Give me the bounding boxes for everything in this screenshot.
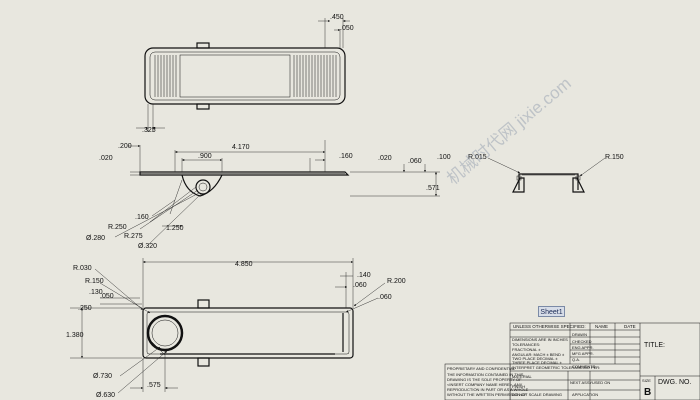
dim-top-325: .325 (142, 127, 156, 134)
tb-dims-are: DIMENSIONS ARE IN INCHES (512, 337, 568, 342)
tb-comments: COMMENTS: (572, 364, 596, 369)
dim-side-020a: .020 (99, 155, 113, 162)
tb-mfg-appr: MFG APPR. (572, 351, 594, 356)
tb-eng-appr: ENG APPR. (572, 345, 594, 350)
dim-side-160b: .160 (135, 214, 149, 221)
dim-bot-130: .130 (89, 289, 103, 296)
tb-used-on: USED ON (592, 380, 610, 385)
top-view-ribs-right (293, 55, 337, 97)
tb-three-place: THREE PLACE DECIMAL ± (512, 360, 563, 365)
tb-prop-text-1: THE INFORMATION CONTAINED IN THIS (447, 372, 524, 377)
tb-prop-text-4: REPRODUCTION IN PART OR AS A WHOLE (447, 387, 529, 392)
dim-side-100: .100 (437, 154, 451, 161)
dim-bot-575: .575 (147, 382, 161, 389)
dim-side-4170: 4.170 (232, 144, 250, 151)
dim-bot-1380: 1.380 (66, 332, 84, 339)
tb-title-label: TITLE: (644, 342, 665, 349)
dim-side-r275: R.275 (124, 233, 143, 240)
tb-size-label: SIZE (642, 378, 651, 383)
dim-end-r150: R.150 (605, 154, 624, 161)
tb-date-header: DATE (624, 324, 636, 329)
sheet-tab[interactable]: Sheet1 (538, 306, 565, 317)
dim-bot-140: .140 (357, 272, 371, 279)
dim-bot-060a: .060 (353, 282, 367, 289)
tb-prop-text-5: WITHOUT THE WRITTEN PERMISSION OF (447, 392, 527, 397)
tb-prop-text-3: <INSERT COMPANY NAME HERE>. ANY (447, 382, 523, 387)
tb-checked: CHECKED (572, 339, 592, 344)
dim-side-020b: .020 (378, 155, 392, 162)
dim-bot-050: .050 (100, 293, 114, 300)
dim-bot-060b: .060 (378, 294, 392, 301)
tb-size-value: B (644, 387, 651, 398)
tb-finish: FINISH (512, 384, 525, 389)
tb-next-assy: NEXT ASSY (570, 380, 592, 385)
dim-bot-4850: 4.850 (235, 261, 253, 268)
tb-dwg-no-label: DWG. NO. (658, 379, 691, 386)
dim-top-050: .050 (340, 25, 354, 32)
dim-bot-250: .250 (78, 305, 92, 312)
dim-bot-r150: R.150 (85, 278, 104, 285)
dim-side-200: .200 (118, 143, 132, 150)
tb-proprietary: PROPRIETARY AND CONFIDENTIAL (447, 366, 516, 371)
tb-material: MATERIAL (512, 374, 532, 379)
top-view-ribs-left (154, 55, 177, 97)
bottom-view[interactable] (70, 258, 386, 394)
dim-bot-r200: R.200 (387, 278, 406, 285)
dim-side-571: .571 (426, 185, 440, 192)
side-view[interactable] (114, 140, 440, 246)
dim-side-160: .160 (339, 153, 353, 160)
dim-bot-d730: Ø.730 (93, 373, 112, 380)
tb-tolerances: TOLERANCES: (512, 342, 540, 347)
tb-drawn: DRAWN (572, 332, 587, 337)
tb-qa: Q.A. (572, 357, 580, 362)
tb-prop-text-2: DRAWING IS THE SOLE PROPERTY OF (447, 377, 522, 382)
title-block (444, 322, 700, 400)
tb-application: APPLICATION (572, 392, 598, 397)
tb-interpret: INTERPRET GEOMETRIC TOLERANCING PER: (512, 365, 600, 370)
dim-top-450: .450 (330, 14, 344, 21)
tb-name-header: NAME (595, 324, 608, 329)
dim-side-d280: Ø.280 (86, 235, 105, 242)
tb-angular: ANGULAR: MACH ± BEND ± (512, 352, 565, 357)
dim-side-d320: Ø.320 (138, 243, 157, 250)
tb-fractional: FRACTIONAL ± (512, 347, 541, 352)
tb-do-not-scale: DO NOT SCALE DRAWING (512, 392, 562, 397)
tb-unless-specified: UNLESS OTHERWISE SPECIFIED: (513, 324, 586, 329)
dim-side-r250: R.250 (108, 224, 127, 231)
dim-end-r015: R.015 (468, 154, 487, 161)
dim-side-1250: 1.250 (166, 225, 184, 232)
dim-bot-r030: R.030 (73, 265, 92, 272)
dim-side-060: .060 (408, 158, 422, 165)
end-view[interactable] (487, 157, 606, 193)
top-view[interactable] (136, 18, 350, 132)
tb-two-place: TWO PLACE DECIMAL ± (512, 356, 558, 361)
dim-bot-d630: Ø.630 (96, 392, 115, 399)
dim-side-900: .900 (198, 153, 212, 160)
